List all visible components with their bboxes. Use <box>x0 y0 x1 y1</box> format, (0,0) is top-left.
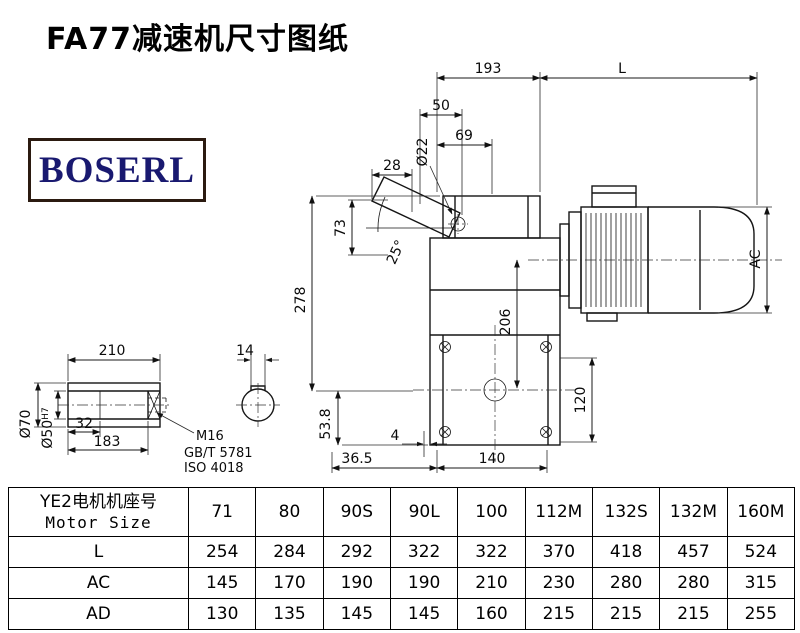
motor-size-table: YE2电机机座号 Motor Size 71 80 90S 90L 100 11… <box>8 487 796 630</box>
dim-32: 32 <box>75 416 93 432</box>
dim-278: 278 <box>293 287 309 314</box>
dim-183: 183 <box>94 434 121 450</box>
header-cn: YE2电机机座号 <box>40 491 157 512</box>
table-cell: 190 <box>389 567 459 599</box>
thread-callout: M16 <box>196 429 224 444</box>
dim-bore: Ø50H7 <box>40 407 56 448</box>
reducer-view <box>371 176 561 446</box>
table-cell: 322 <box>457 536 526 568</box>
dim-210: 210 <box>99 343 126 359</box>
table-cell: 254 <box>187 536 257 568</box>
table-header-label: YE2电机机座号 Motor Size <box>8 487 189 537</box>
page-title: FA77减速机尺寸图纸 <box>46 22 350 57</box>
dim-L: L <box>618 61 626 77</box>
table-cell: 524 <box>726 536 796 568</box>
table-cell: 255 <box>726 598 796 630</box>
table-cell: 284 <box>255 536 324 568</box>
table-cell: 160 <box>457 598 526 630</box>
table-cell: 418 <box>591 536 661 568</box>
table-cell: 210 <box>457 567 526 599</box>
extension-lines <box>34 72 772 473</box>
column-header: 132M <box>659 487 728 537</box>
table-cell: 280 <box>591 567 661 599</box>
table-cell: 292 <box>322 536 391 568</box>
column-header: 160M <box>726 487 796 537</box>
column-header: 90L <box>389 487 459 537</box>
table-cell: 145 <box>322 598 391 630</box>
table-cell: 145 <box>389 598 459 630</box>
table-cell: 145 <box>187 567 257 599</box>
table-cell: 280 <box>659 567 728 599</box>
standard-iso: ISO 4018 <box>184 461 244 476</box>
dim-206: 206 <box>498 309 514 336</box>
dim-36-5: 36.5 <box>341 451 372 467</box>
table-cell: 370 <box>524 536 593 568</box>
dim-53-8: 53.8 <box>318 408 334 439</box>
row-label: AD <box>8 598 189 630</box>
dim-4: 4 <box>391 428 400 444</box>
flange-bolt-holes <box>439 341 552 438</box>
table-header-row: YE2电机机座号 Motor Size 71 80 90S 90L 100 11… <box>8 487 796 537</box>
table-row-AC: AC 145 170 190 190 210 230 280 280 315 <box>8 567 796 599</box>
table-cell: 215 <box>524 598 593 630</box>
header-en: Motor Size <box>45 512 152 532</box>
column-header: 71 <box>187 487 257 537</box>
table-cell: 315 <box>726 567 796 599</box>
table-cell: 322 <box>389 536 459 568</box>
column-header: 132S <box>591 487 661 537</box>
column-header: 100 <box>457 487 526 537</box>
table-cell: 457 <box>659 536 728 568</box>
table-cell: 170 <box>255 567 324 599</box>
motor-view <box>559 185 755 322</box>
dim-shaft-od: Ø70 <box>18 410 34 439</box>
table-cell: 135 <box>255 598 324 630</box>
column-header: 112M <box>524 487 593 537</box>
dim-193: 193 <box>475 61 502 77</box>
dimension-lines <box>35 75 770 471</box>
dim-28: 28 <box>383 158 401 174</box>
brand-logo: BOSERL <box>28 138 206 202</box>
table-cell: 130 <box>187 598 257 630</box>
dim-73: 73 <box>333 219 349 237</box>
dim-140: 140 <box>479 451 506 467</box>
dim-input-bore: Ø22 <box>415 138 431 167</box>
dim-120: 120 <box>573 387 589 414</box>
table-row-L: L 254 284 292 322 322 370 418 457 524 <box>8 536 796 568</box>
dim-50: 50 <box>432 98 450 114</box>
standard-gb: GB/T 5781 <box>184 446 253 461</box>
column-header: 80 <box>255 487 324 537</box>
row-label: L <box>8 536 189 568</box>
table-row-AD: AD 130 135 145 145 160 215 215 215 255 <box>8 598 796 630</box>
column-header: 90S <box>322 487 391 537</box>
dimension-drawing: 193 L 50 69 28 Ø22 73 25° 278 206 AC 120… <box>18 61 782 476</box>
row-label: AC <box>8 567 189 599</box>
dim-14: 14 <box>236 343 254 359</box>
table-cell: 230 <box>524 567 593 599</box>
center-lines <box>58 214 782 462</box>
table-cell: 190 <box>322 567 391 599</box>
dim-AC: AC <box>748 249 764 268</box>
dimension-labels: 193 L 50 69 28 Ø22 73 25° 278 206 AC 120… <box>18 61 764 476</box>
dim-69: 69 <box>455 128 473 144</box>
angle-reference <box>366 196 455 233</box>
brand-logo-text: BOSERL <box>38 149 196 191</box>
dim-angle-25: 25° <box>384 238 409 267</box>
leader-lines <box>156 165 453 447</box>
table-cell: 215 <box>659 598 728 630</box>
table-cell: 215 <box>591 598 661 630</box>
